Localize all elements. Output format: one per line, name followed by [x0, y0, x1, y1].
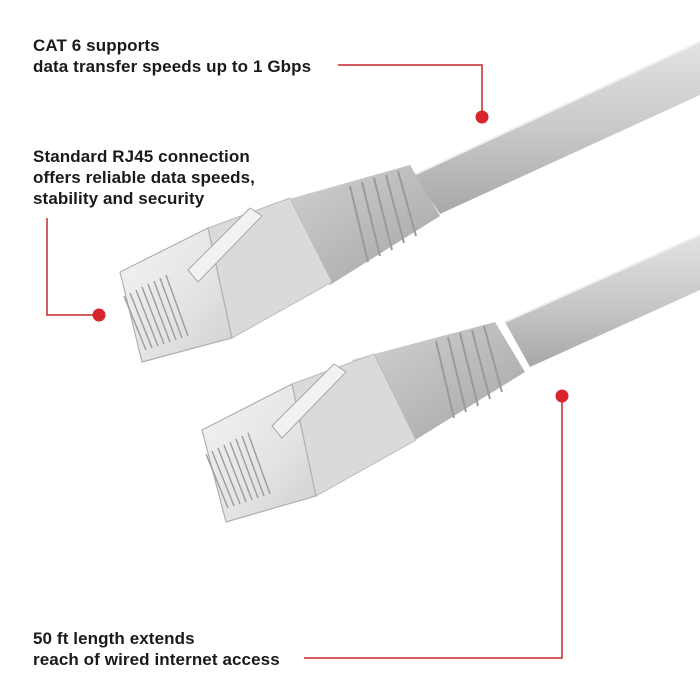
- callout-rj45-line-3: stability and security: [33, 189, 205, 208]
- callout-length-line-1: 50 ft length extends: [33, 629, 195, 648]
- lower-cable: [504, 234, 700, 367]
- leader-line-rj45: [46, 218, 97, 316]
- marker-dot-rj45: [92, 308, 106, 322]
- callout-rj45: Standard RJ45 connection offers reliable…: [33, 146, 255, 209]
- leader-line-speed: [338, 64, 483, 115]
- upper-cable: [413, 41, 700, 214]
- callout-speed-line-1: CAT 6 supports: [33, 36, 160, 55]
- marker-dot-length: [555, 389, 569, 403]
- upper-rj45-connector: [119, 165, 440, 363]
- callout-rj45-line-2: offers reliable data speeds,: [33, 168, 255, 187]
- marker-dot-speed: [475, 110, 489, 124]
- leader-lines: [46, 64, 563, 659]
- callout-speed: CAT 6 supports data transfer speeds up t…: [33, 35, 311, 77]
- lower-rj45-connector: [201, 322, 525, 523]
- callout-rj45-line-1: Standard RJ45 connection: [33, 147, 250, 166]
- leader-line-length: [304, 398, 563, 659]
- callout-length-line-2: reach of wired internet access: [33, 650, 280, 669]
- callout-markers: [92, 110, 569, 403]
- callout-length: 50 ft length extends reach of wired inte…: [33, 628, 280, 670]
- callout-speed-line-2: data transfer speeds up to 1 Gbps: [33, 57, 312, 76]
